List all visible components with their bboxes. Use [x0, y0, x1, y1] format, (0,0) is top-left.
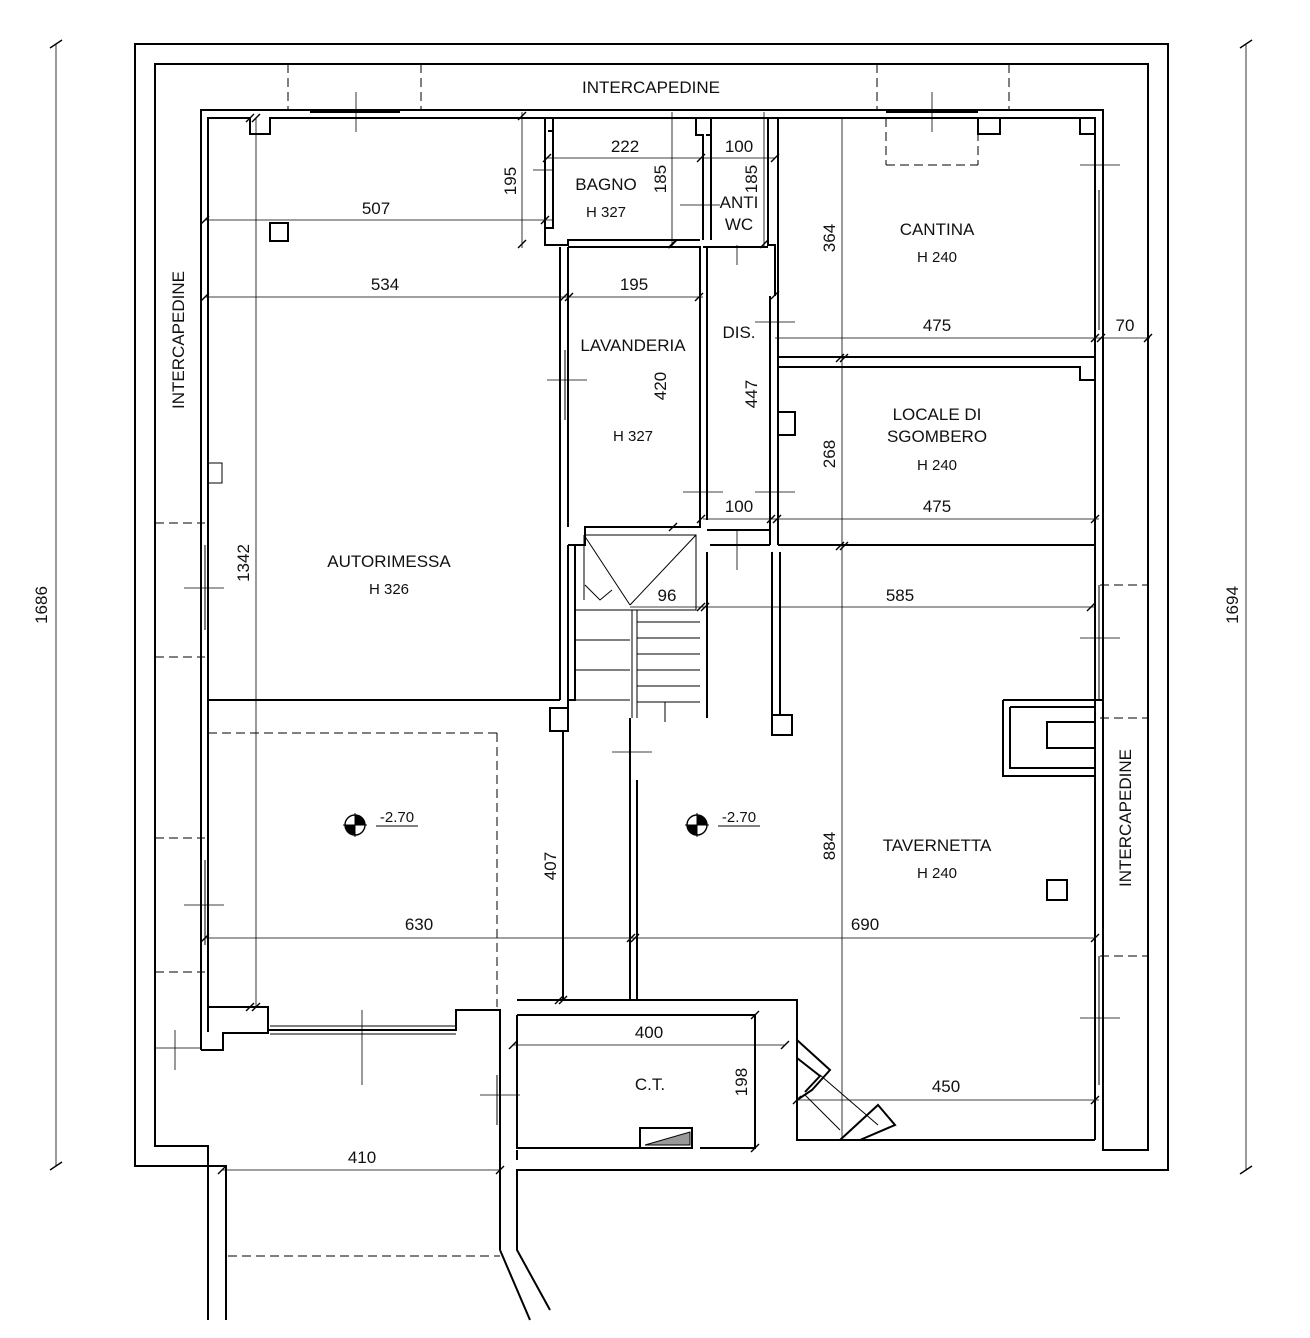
- dim-100-top: 100: [725, 137, 753, 156]
- dimension-labels: 222 100 195 185 185 507 534 195 364 475 …: [32, 137, 1242, 1167]
- dis-label: DIS.: [722, 323, 755, 342]
- building-walls: [200, 109, 1104, 1160]
- tavernetta-label: TAVERNETTA: [883, 836, 992, 855]
- ct-label: C.T.: [635, 1075, 665, 1094]
- dim-195-vertical: 195: [501, 167, 520, 195]
- dim-222: 222: [611, 137, 639, 156]
- dim-507: 507: [362, 199, 390, 218]
- dimension-lines: [49, 39, 1253, 1175]
- level-right-label: -2.70: [722, 809, 756, 826]
- dim-198: 198: [732, 1068, 751, 1096]
- dim-407: 407: [541, 852, 560, 880]
- intercapedine-left-label: INTERCAPEDINE: [169, 271, 188, 409]
- dim-185-a: 185: [651, 165, 670, 193]
- cantina-label: CANTINA: [900, 220, 975, 239]
- autorimessa-height: H 326: [369, 581, 409, 598]
- dim-185-b: 185: [742, 165, 761, 193]
- dim-690: 690: [851, 915, 879, 934]
- dim-364: 364: [820, 224, 839, 252]
- staircase: [575, 534, 700, 722]
- dim-585: 585: [886, 586, 914, 605]
- dim-1694: 1694: [1223, 586, 1242, 624]
- dim-450: 450: [932, 1077, 960, 1096]
- dim-268: 268: [820, 440, 839, 468]
- dim-475-a: 475: [923, 316, 951, 335]
- details: [155, 92, 1120, 1149]
- cantina-height: H 240: [917, 249, 957, 266]
- locale-label-line2: SGOMBERO: [887, 427, 987, 446]
- dim-410: 410: [348, 1148, 376, 1167]
- bagno-height: H 327: [586, 204, 626, 221]
- dim-630: 630: [405, 915, 433, 934]
- intercapedine-right-label: INTERCAPEDINE: [1116, 749, 1135, 887]
- level-marker-left: [343, 813, 418, 837]
- anti-label: ANTI: [720, 193, 759, 212]
- dim-96: 96: [658, 586, 677, 605]
- dim-400: 400: [635, 1023, 663, 1042]
- dim-70: 70: [1116, 316, 1135, 335]
- tavernetta-height: H 240: [917, 865, 957, 882]
- outer-perimeter: [134, 43, 1169, 1321]
- dim-475-b: 475: [923, 497, 951, 516]
- lavanderia-height: H 327: [613, 428, 653, 445]
- room-labels: INTERCAPEDINE INTERCAPEDINE INTERCAPEDIN…: [169, 78, 1135, 1094]
- intercapedine-top-label: INTERCAPEDINE: [582, 78, 720, 97]
- level-left-label: -2.70: [380, 809, 414, 826]
- dim-195-horizontal: 195: [620, 275, 648, 294]
- locale-height: H 240: [917, 457, 957, 474]
- dim-1342: 1342: [234, 544, 253, 582]
- dim-1686: 1686: [32, 586, 51, 624]
- dim-420: 420: [651, 372, 670, 400]
- lavanderia-label: LAVANDERIA: [580, 336, 686, 355]
- locale-label-line1: LOCALE DI: [893, 405, 982, 424]
- dim-534: 534: [371, 275, 399, 294]
- dim-100-mid: 100: [725, 497, 753, 516]
- autorimessa-label: AUTORIMESSA: [327, 552, 451, 571]
- wc-label: WC: [725, 215, 753, 234]
- level-marker-right: [685, 813, 760, 837]
- dim-884: 884: [820, 832, 839, 860]
- dim-447: 447: [742, 380, 761, 408]
- bagno-label: BAGNO: [575, 175, 636, 194]
